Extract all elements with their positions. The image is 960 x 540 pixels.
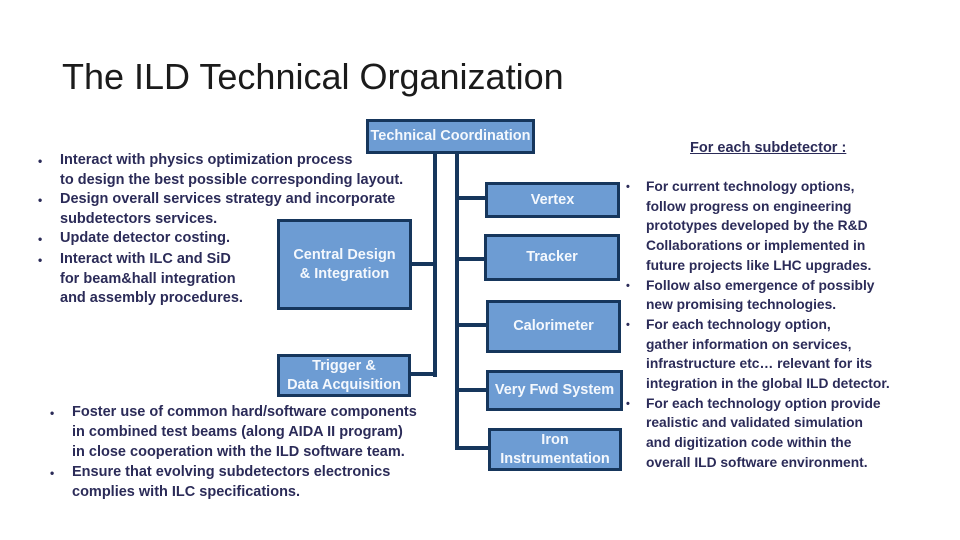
connector-line-very-fwd <box>457 388 488 392</box>
list-item: • Foster use of common hard/software com… <box>50 402 470 462</box>
list-item: • For current technology options, follow… <box>626 177 946 276</box>
bullet-list-right: • For current technology options, follow… <box>626 177 946 473</box>
bullet-marker: • <box>626 181 630 193</box>
org-box-technical-coordination: Technical Coordination <box>366 119 535 154</box>
list-item: • Interact with physics optimization pro… <box>38 151 448 190</box>
bullet-marker: • <box>38 154 43 168</box>
bullet-marker: • <box>38 232 43 247</box>
list-item-text: Foster use of common hard/software compo… <box>72 404 417 460</box>
connector-line-iron <box>457 446 490 450</box>
bullet-list-bottom-left: • Foster use of common hard/software com… <box>50 402 470 502</box>
bullet-marker: • <box>626 318 630 331</box>
list-item: • For each technology option provide rea… <box>626 394 946 473</box>
connector-line-calorimeter <box>457 323 488 327</box>
connector-line-vertical-right <box>455 152 459 450</box>
list-item-text: Interact with physics optimization proce… <box>60 152 404 188</box>
bullet-marker: • <box>50 466 55 480</box>
list-item-text: Interact with ILC and SiD for beam&hall … <box>60 250 243 307</box>
org-box-calorimeter: Calorimeter <box>486 300 621 353</box>
list-item: • For each technology option, gather inf… <box>626 315 946 394</box>
connector-line-tracker <box>457 257 486 261</box>
bullet-marker: • <box>38 193 43 208</box>
connector-line-trigger-daq <box>409 372 435 376</box>
connector-line-vertical-left <box>433 152 437 377</box>
org-box-vertex: Vertex <box>485 182 620 218</box>
connector-line-vertex <box>457 196 487 200</box>
list-item-text: Update detector costing. <box>60 230 230 247</box>
bullet-marker: • <box>50 406 55 420</box>
list-item-text: Ensure that evolving subdetectors electr… <box>72 464 391 500</box>
list-item-text: For each technology option provide reali… <box>646 395 881 470</box>
list-item: • Interact with ILC and SiD for beam&hal… <box>38 250 448 309</box>
bullet-marker: • <box>626 279 630 292</box>
org-box-trigger-daq: Trigger & Data Acquisition <box>277 354 411 397</box>
connector-line-central-design <box>410 262 435 266</box>
list-item-text: Design overall services strategy and inc… <box>60 191 396 227</box>
bullet-marker: • <box>38 252 43 267</box>
right-panel-heading: For each subdetector : <box>690 140 847 156</box>
list-item-text: For each technology option, gather infor… <box>646 316 890 392</box>
list-item: • Follow also emergence of possibly new … <box>626 276 946 315</box>
list-item: • Design overall services strategy and i… <box>38 190 448 229</box>
list-item: • Ensure that evolving subdetectors elec… <box>50 462 470 502</box>
bullet-marker: • <box>626 397 630 410</box>
list-item-text: For current technology options, follow p… <box>646 179 872 273</box>
org-box-central-design: Central Design & Integration <box>277 219 412 310</box>
org-box-tracker: Tracker <box>484 234 620 281</box>
list-item: • Update detector costing. <box>38 229 448 250</box>
org-box-very-fwd-system: Very Fwd System <box>486 370 623 411</box>
list-item-text: Follow also emergence of possibly new pr… <box>646 277 875 313</box>
slide-title: The ILD Technical Organization <box>62 56 564 97</box>
bullet-list-top-left: • Interact with physics optimization pro… <box>38 151 448 309</box>
org-box-iron-instrumentation: Iron Instrumentation <box>488 428 622 471</box>
